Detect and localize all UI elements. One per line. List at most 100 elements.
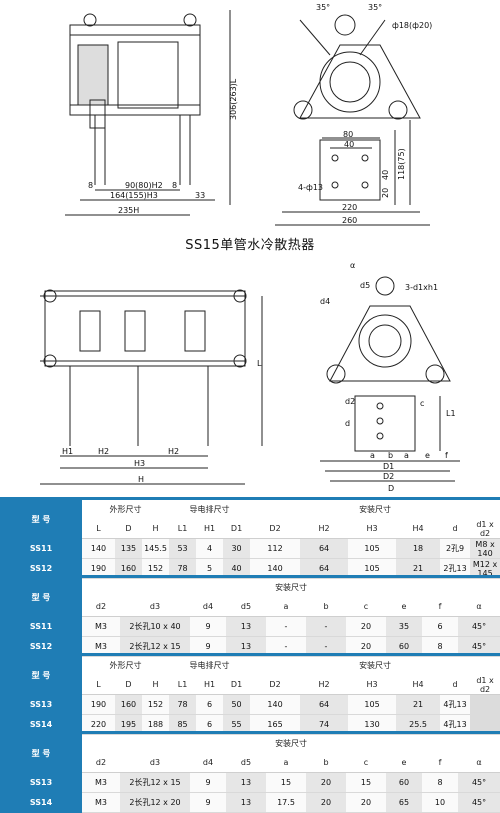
col-header: H1	[196, 675, 224, 695]
col-header: e	[386, 753, 422, 773]
col-header: c	[346, 753, 386, 773]
table-cell: 60	[386, 772, 422, 793]
dim-b-c: c	[420, 399, 424, 408]
table-cell: -	[306, 616, 346, 637]
top-technical-drawing: 306(263)L 90(80)H2 164(155)H3 235H 33 8 …	[65, 3, 432, 226]
dim-front-8a: 8	[88, 181, 93, 190]
figure-caption: SS15单管水冷散热器	[185, 238, 315, 253]
table-cell: 5	[196, 558, 224, 579]
dim-b-d2: d2	[345, 397, 355, 406]
table-row: SS14 220 195 188 85 6 55 165 74 130 25.5…	[0, 714, 500, 735]
table-cell: 64	[300, 694, 349, 715]
table-cell: 105	[348, 538, 397, 559]
bottom-technical-drawing: L H1 H2 H3 H2 H α d5 3-d1xh1 d4 d2 d c L…	[40, 261, 460, 493]
col-header: H3	[348, 675, 397, 695]
table-cell: 20	[346, 636, 386, 657]
dim-b-b: b	[388, 451, 393, 460]
table-cell: M3	[82, 616, 120, 637]
table-cell: 78	[169, 694, 197, 715]
table-cell: 188	[142, 714, 170, 735]
dim-side-hole: ф18(ф20)	[392, 21, 432, 30]
dim-b-e: e	[425, 451, 430, 460]
dim-front-33: 33	[195, 191, 205, 200]
col-header: d5	[226, 597, 266, 617]
table-cell: -	[266, 636, 306, 657]
dim-front-h3: 164(155)H3	[110, 191, 158, 200]
table-cell: 112	[250, 538, 301, 559]
table-cell: 10	[422, 792, 458, 813]
col-header: L1	[169, 675, 197, 695]
group-mounting: 安装尺寸	[275, 583, 308, 592]
table-row: SS13 M3 2长孔12 x 15 9 13 15 20 15 60 8 45…	[0, 772, 500, 793]
table-cell: 30	[223, 538, 251, 559]
table-cell: 135	[115, 538, 142, 559]
table-cell: 20	[346, 616, 386, 637]
col-header: d3	[120, 597, 190, 617]
table-cell: 105	[348, 558, 397, 579]
table-cell: 21	[396, 558, 441, 579]
table-cell: 4孔13	[440, 694, 471, 715]
table-cell: 140	[250, 558, 301, 579]
model-label: 型 号	[0, 656, 82, 695]
col-header: D1	[223, 675, 251, 695]
table-cell: 35	[386, 616, 422, 637]
dim-b-H: H	[138, 475, 144, 484]
col-header: f	[422, 753, 458, 773]
col-header: H	[142, 675, 170, 695]
mount-table-ss13-ss14: 型 号 安装尺寸 d2 d3 d4 d5 a b c e f α SS13 M3…	[0, 734, 500, 813]
dim-side-angle-right: 35°	[368, 3, 382, 12]
dim-side-220: 220	[342, 203, 357, 212]
table-cell: M12 x 145	[470, 558, 500, 579]
table-cell: 9	[190, 636, 226, 657]
model-label: 型 号	[0, 500, 82, 539]
col-header: d5	[226, 753, 266, 773]
table-cell: 140	[250, 694, 301, 715]
table-cell: M3	[82, 772, 120, 793]
table-row: SS12 M3 2长孔12 x 15 9 13 - - 20 60 8 45°	[0, 636, 500, 657]
col-header: d3	[120, 753, 190, 773]
col-header: b	[306, 597, 346, 617]
table-cell: M3	[82, 792, 120, 813]
table-cell: 190	[82, 558, 115, 579]
model-cell: SS11	[0, 616, 82, 637]
dim-b-d1xh1: 3-d1xh1	[405, 283, 438, 292]
col-header: a	[266, 597, 306, 617]
spec-table-ss11-ss12: 型 号 外形尺寸 导电排尺寸 安装尺寸 L D H L1 H1 D1 D2 H2…	[0, 500, 500, 579]
dim-b-H2a: H2	[98, 447, 109, 456]
table-cell: 64	[300, 538, 349, 559]
table-cell: 140	[82, 538, 115, 559]
table-cell: 2长孔12 x 15	[120, 636, 190, 657]
table-cell: 9	[190, 792, 226, 813]
table-row: SS14 M3 2长孔12 x 20 9 13 17.5 20 20 65 10…	[0, 792, 500, 813]
dim-b-D1: D1	[383, 462, 394, 471]
table-divider	[0, 731, 500, 734]
table-cell: 2孔9	[440, 538, 471, 559]
model-label: 型 号	[0, 734, 82, 773]
dim-side-260: 260	[342, 216, 357, 225]
table-cell: 130	[348, 714, 397, 735]
table-cell: 45°	[458, 616, 500, 637]
table-cell: 20	[306, 772, 346, 793]
col-header: H2	[300, 519, 349, 539]
col-header: D2	[250, 519, 301, 539]
table-cell: 15	[346, 772, 386, 793]
dim-b-a2: a	[404, 451, 409, 460]
col-header: f	[422, 597, 458, 617]
table-cell: 25.5	[396, 714, 441, 735]
table-row: SS11 140 135 145.5 53 4 30 112 64 105 18…	[0, 538, 500, 559]
col-header: H	[142, 519, 170, 539]
col-header: d4	[190, 597, 226, 617]
model-cell: SS14	[0, 792, 82, 813]
col-header: H4	[396, 519, 441, 539]
table-cell: 220	[82, 714, 115, 735]
dim-side-118: 118(75)	[397, 148, 406, 180]
dim-side-4holes: 4-ф13	[298, 183, 323, 192]
spec-table-ss13-ss14: 型 号 外形尺寸 导电排尺寸 安装尺寸 L D H L1 H1 D1 D2 H2…	[0, 656, 500, 735]
dim-side-40: 40	[344, 140, 354, 149]
table-cell: 40	[223, 558, 251, 579]
table-cell: M3	[82, 636, 120, 657]
model-cell: SS12	[0, 636, 82, 657]
table-cell: 64	[300, 558, 349, 579]
table-cell: 17.5	[266, 792, 306, 813]
col-header: d2	[82, 597, 120, 617]
